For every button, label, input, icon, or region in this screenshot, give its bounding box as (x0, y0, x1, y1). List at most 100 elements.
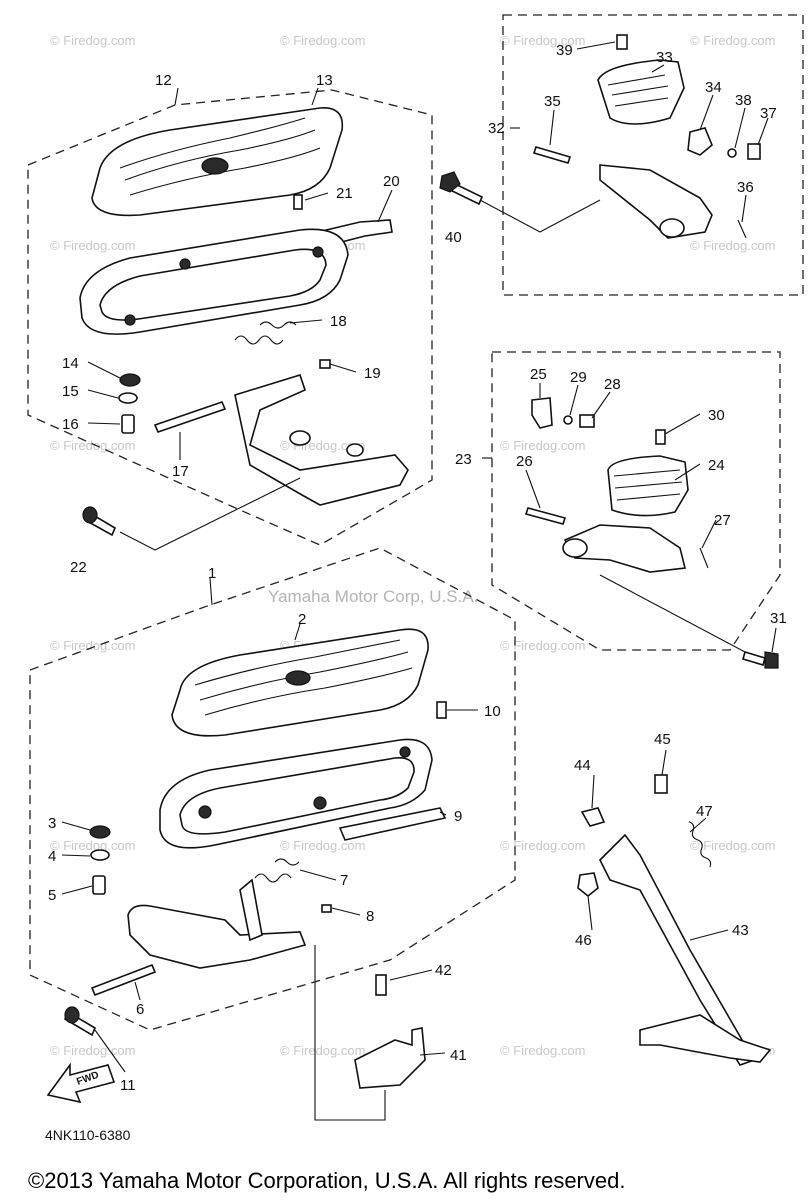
group-12-rear-footboard (27, 87, 433, 551)
leader-line (304, 192, 329, 201)
bolt (121, 414, 135, 434)
leader-line (701, 519, 717, 549)
watermark: © Firedog.com (50, 438, 135, 453)
callout-20: 20 (383, 173, 400, 190)
callout-19: 19 (364, 365, 381, 382)
bolt (375, 974, 387, 996)
leader-line (389, 969, 433, 981)
leader-line (664, 413, 701, 435)
copyright-notice: ©2013 Yamaha Motor Corporation, U.S.A. A… (28, 1168, 625, 1193)
callout-39: 39 (556, 42, 573, 59)
footpeg-arm (599, 164, 713, 239)
emblem (201, 157, 229, 175)
watermark: © Firedog.com (690, 238, 775, 253)
rubber-rib (607, 74, 669, 107)
leader-line (699, 94, 714, 131)
callout-26: 26 (516, 453, 533, 470)
leader-line (174, 87, 179, 106)
leader-line (479, 199, 601, 233)
frame-hole (399, 746, 411, 758)
damper (346, 443, 364, 457)
watermark: © Firedog.com (50, 638, 135, 653)
callout-45: 45 (654, 731, 671, 748)
rubber-rib (613, 469, 683, 501)
leader-line (591, 774, 595, 809)
sidestand-43 (577, 749, 772, 1066)
group-boundary (491, 351, 781, 651)
clip (319, 359, 331, 369)
frame-hole (179, 258, 191, 270)
callout-47: 47 (696, 803, 713, 820)
frame-hole (198, 805, 212, 819)
leader-line (651, 64, 665, 73)
callout-31: 31 (770, 610, 787, 627)
callout-12: 12 (155, 72, 172, 89)
washer (118, 392, 138, 404)
leader-line (61, 821, 91, 831)
leader-line (209, 577, 213, 606)
callout-28: 28 (604, 376, 621, 393)
pivot-boss (562, 538, 588, 558)
callout-32: 32 (488, 120, 505, 137)
bolt (654, 774, 668, 794)
callout-labels: 1 2 3 4 5 6 7 8 9 10 11 12 13 14 15 16 1… (48, 42, 787, 1094)
leader-line (61, 854, 91, 857)
footpeg-arm (563, 524, 686, 573)
callout-33: 33 (656, 49, 673, 66)
callout-36: 36 (737, 179, 754, 196)
screw (655, 429, 666, 445)
cotter-pin (699, 547, 709, 569)
nut (577, 872, 599, 898)
leader-line (61, 885, 93, 895)
leader-line (299, 869, 337, 881)
bolt-head (764, 651, 779, 669)
leader-line (587, 895, 593, 931)
bolt (92, 875, 106, 895)
leader-line (439, 811, 447, 816)
callout-40: 40 (445, 229, 462, 246)
leader-line (94, 1029, 126, 1073)
callout-30: 30 (708, 407, 725, 424)
group-boundary (29, 547, 516, 1031)
frame-hole (124, 314, 136, 326)
rubber-rib (119, 117, 306, 169)
group-boundary (502, 14, 804, 296)
leader-line (734, 107, 746, 149)
watermark: © Firedog.com (500, 838, 585, 853)
sidestand-foot (639, 1014, 772, 1063)
collar (580, 807, 606, 827)
leader-line (757, 117, 769, 146)
leader-line (591, 391, 611, 419)
center-watermark: Yamaha Motor Corp, U.S.A. (268, 587, 478, 606)
washer (119, 373, 141, 387)
callout-29: 29 (570, 369, 587, 386)
damper (289, 430, 311, 446)
leader-line (134, 981, 141, 1001)
callout-37: 37 (760, 105, 777, 122)
group-32-footpeg (439, 14, 804, 296)
bolt-head (82, 506, 98, 524)
watermark: © Firedog.com (50, 1043, 135, 1058)
watermark: © Firedog.com (50, 838, 135, 853)
screw (616, 34, 628, 50)
callout-17: 17 (172, 463, 189, 480)
rubber-rib (204, 667, 413, 716)
leader-line (87, 361, 121, 379)
callout-1: 1 (208, 565, 216, 582)
pin (524, 507, 567, 525)
frame-inner (99, 248, 327, 321)
callout-18: 18 (330, 313, 347, 330)
callout-8: 8 (366, 908, 374, 925)
side-bracket (354, 1027, 426, 1089)
callout-24: 24 (708, 457, 725, 474)
frame-inner (179, 756, 415, 835)
leader-line (674, 463, 701, 481)
bracket-41 (314, 945, 446, 1121)
watermark: © Firedog.com (280, 838, 365, 853)
leader-line (741, 194, 747, 223)
spring (579, 414, 595, 428)
rubber-rib (129, 147, 321, 196)
footpeg-rubber (597, 59, 685, 125)
watermark: © Firedog.com (500, 33, 585, 48)
